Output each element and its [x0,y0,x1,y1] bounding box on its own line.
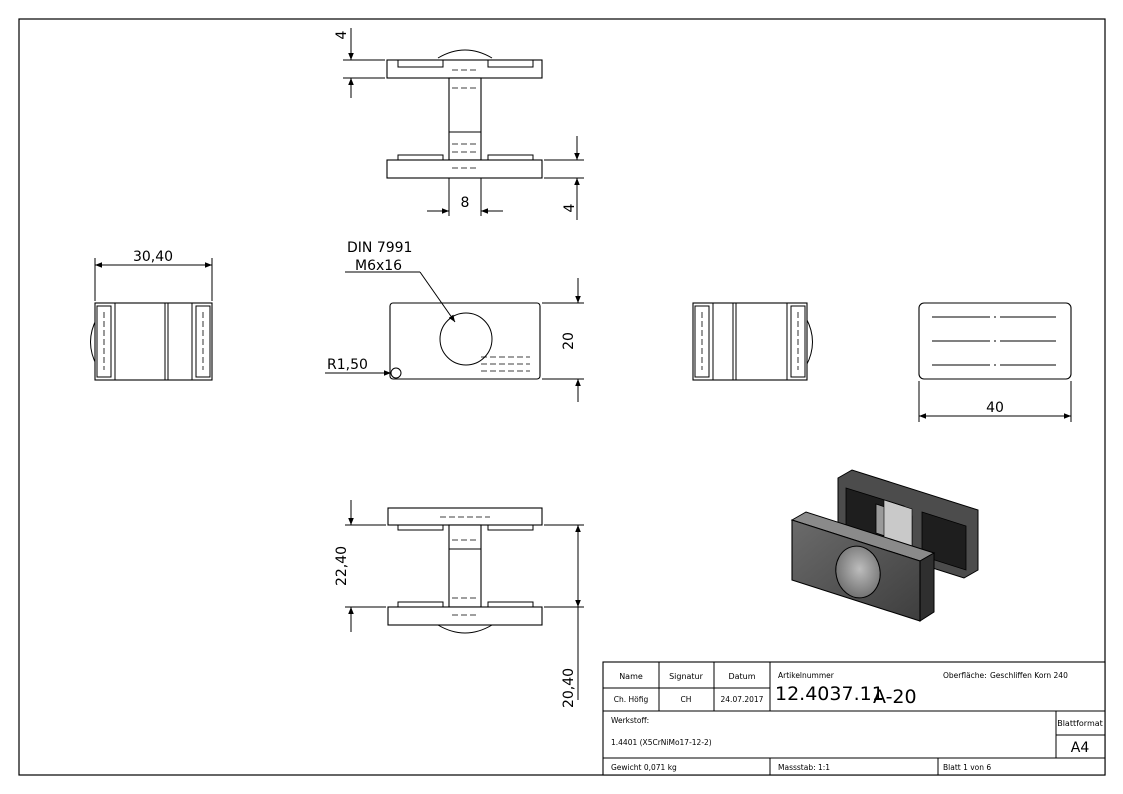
label-signature: Signatur [669,672,704,681]
dim-back-width: 40 [986,400,1004,416]
dim-side-width: 30,40 [133,249,173,265]
sheet-border [18,18,1106,776]
isometric-view [790,469,979,622]
value-signature: CH [681,695,692,704]
label-date: Datum [728,672,755,681]
right-side-view [692,302,813,381]
label-surface: Oberfläche: [943,671,987,680]
value-surface: Geschliffen Korn 240 [990,671,1068,680]
label-article: Artikelnummer [778,671,835,680]
label-material: Werkstoff: [611,716,649,725]
left-side-view: 30,40 [90,249,213,381]
value-date: 24.07.2017 [721,695,764,704]
dim-corner-radius: R1,50 [327,357,368,373]
value-scale: Massstab: 1:1 [778,763,830,772]
front-view: DIN 7991 M6x16 R1,50 20 [325,240,584,402]
value-format: A4 [1071,740,1090,756]
dim-bottom-height: 22,40 [334,546,350,586]
hole-note-line2: M6x16 [355,258,402,274]
value-name: Ch. Höfig [614,695,649,704]
dim-top-flange: 4 [334,30,350,39]
label-name: Name [619,672,643,681]
value-weight: Gewicht 0,071 kg [611,763,677,772]
article-number: 12.4037.11 [775,683,884,705]
top-view: 4 8 4 [334,28,584,220]
hole-note-line1: DIN 7991 [347,240,412,256]
dim-bottom-flange: 4 [562,203,578,212]
dim-web: 8 [461,195,470,211]
dim-front-height: 20 [561,332,577,350]
value-material: 1.4401 (X5CrNiMo17-12-2) [611,738,712,747]
title-block: Name Signatur Datum Ch. Höfig CH 24.07.2… [602,661,1106,776]
bottom-view: 22,40 20,40 [334,500,584,708]
back-view: 40 [918,302,1072,422]
label-format: Blattformat [1057,719,1103,728]
value-sheet: Blatt 1 von 6 [943,763,991,772]
dim-overall-height: 20,40 [561,668,577,708]
article-suffix: A-20 [873,686,917,708]
